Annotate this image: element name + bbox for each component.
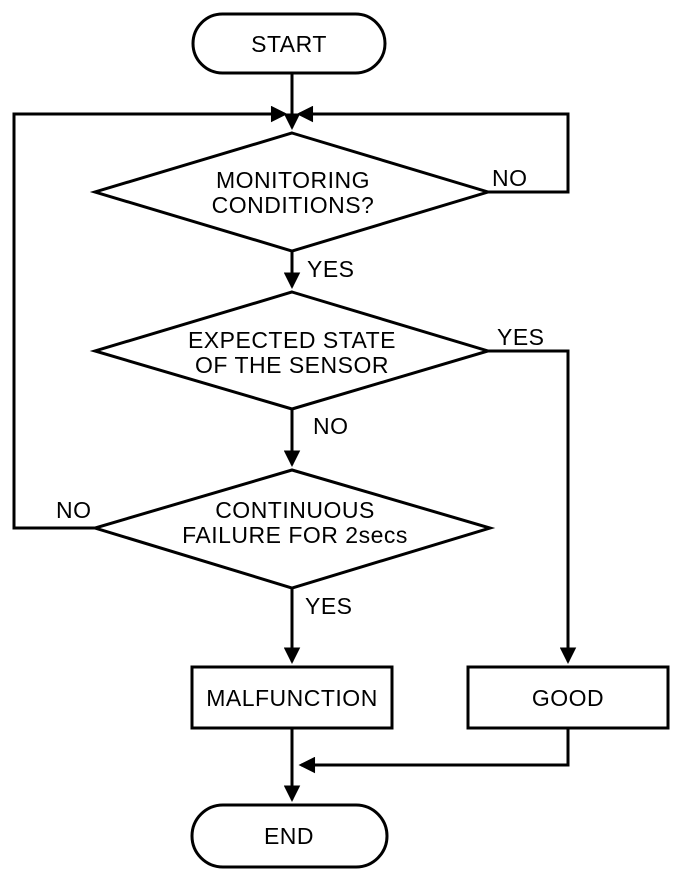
end-node-label: END: [264, 823, 314, 849]
continuous-no-label: NO: [56, 497, 92, 523]
decision-continuous-failure: [89, 468, 496, 590]
monitoring-yes-label: YES: [307, 256, 355, 282]
malfunction-node-label: MALFUNCTION: [206, 685, 378, 711]
monitoring-label-line2: CONDITIONS?: [212, 192, 375, 218]
monitoring-label-line1: MONITORING: [216, 167, 370, 193]
end-node: [190, 803, 389, 869]
edge-expected-yes: [488, 349, 577, 664]
monitoring-no-label: NO: [492, 165, 528, 191]
good-node: [466, 665, 670, 730]
edge-monitoring-no-loop: [296, 105, 570, 194]
start-node: [191, 12, 387, 75]
malfunction-node: [190, 665, 394, 730]
edge-continuous-no-loop: [12, 105, 288, 530]
expected-yes-label: YES: [497, 324, 545, 350]
good-node-label: GOOD: [532, 685, 604, 711]
decision-monitoring-conditions: [89, 131, 494, 253]
expected-label-line1: EXPECTED STATE: [188, 327, 396, 353]
continuous-label-line2: FAILURE FOR 2secs: [182, 522, 408, 548]
start-node-label: START: [251, 31, 327, 57]
continuous-yes-label: YES: [305, 593, 353, 619]
expected-no-label: NO: [313, 413, 349, 439]
edge-good-to-merge: [298, 728, 570, 774]
decision-expected-state: [89, 290, 494, 411]
expected-label-line2: OF THE SENSOR: [195, 352, 389, 378]
continuous-label-line1: CONTINUOUS: [215, 497, 375, 523]
